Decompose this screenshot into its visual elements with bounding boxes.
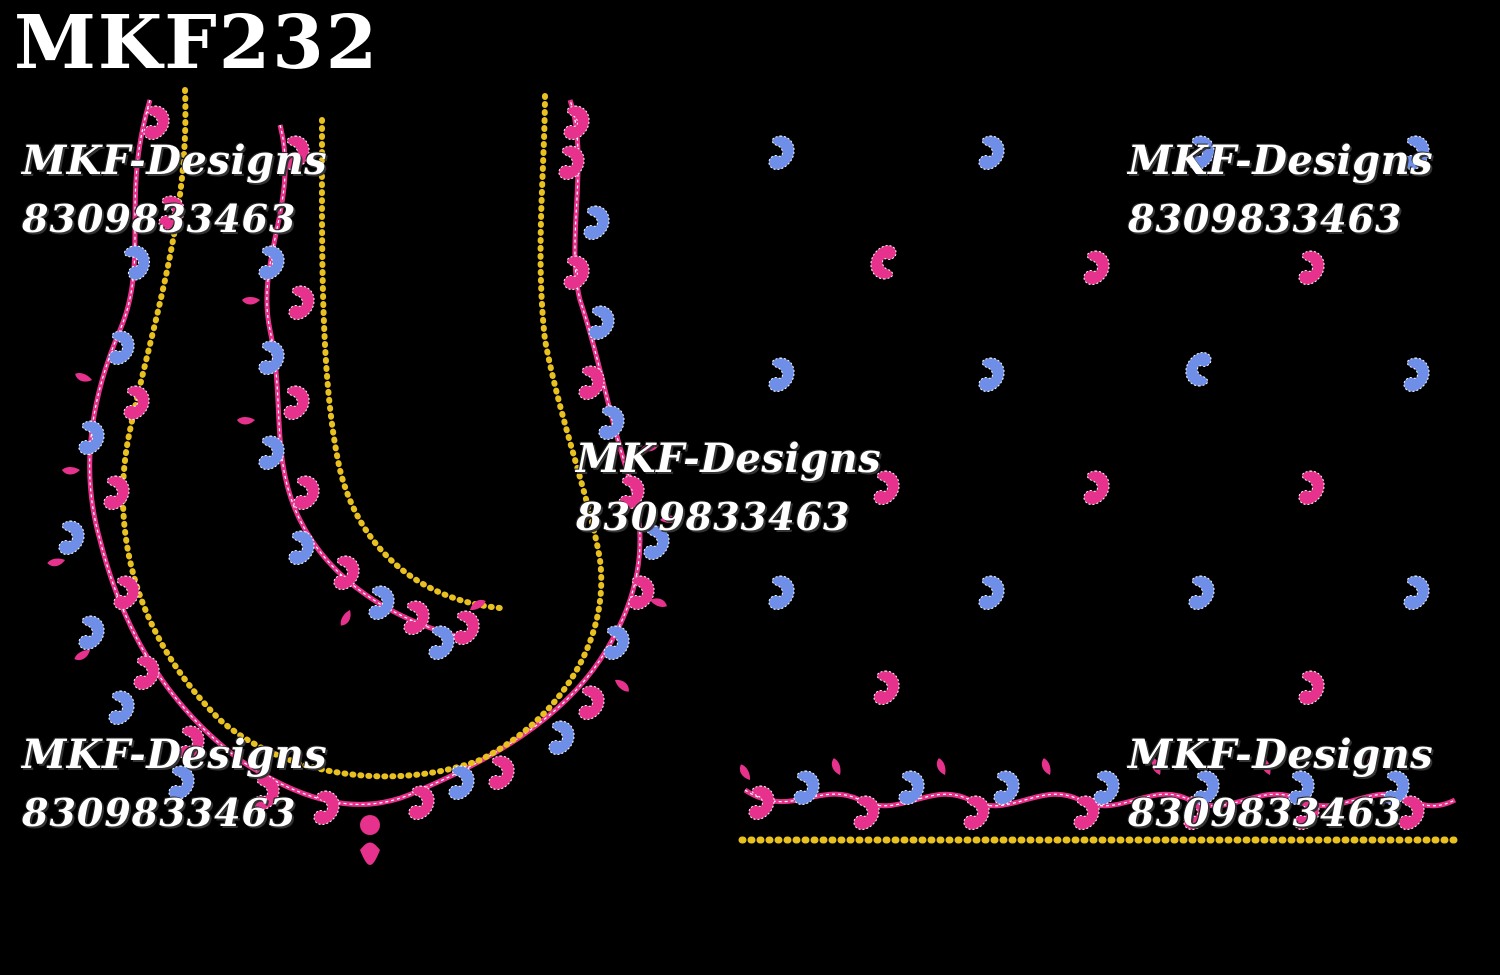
watermark-phone: 8309833463 bbox=[1128, 790, 1403, 835]
back-neck-gold-outline bbox=[318, 117, 503, 611]
border-motif bbox=[737, 757, 1459, 844]
watermark-brand: MKF-Designs bbox=[1128, 731, 1434, 778]
design-code: MKF232 bbox=[14, 0, 380, 86]
watermark-phone: 8309833463 bbox=[1128, 196, 1403, 241]
watermark-brand: MKF-Designs bbox=[576, 435, 882, 482]
watermark-brand: MKF-Designs bbox=[22, 731, 328, 778]
watermark-phone: 8309833463 bbox=[22, 196, 297, 241]
watermark-center: MKF-Designs 8309833463 bbox=[576, 430, 881, 546]
watermark-bottom-left: MKF-Designs 8309833463 bbox=[22, 726, 327, 842]
watermark-top-left: MKF-Designs 8309833463 bbox=[22, 132, 327, 248]
watermark-top-right: MKF-Designs 8309833463 bbox=[1128, 132, 1433, 248]
watermark-brand: MKF-Designs bbox=[22, 137, 328, 184]
border-vine-stitch bbox=[744, 789, 1456, 807]
back-neckline-motif bbox=[264, 117, 503, 643]
watermark-phone: 8309833463 bbox=[576, 494, 851, 539]
back-neck-vine-stitch bbox=[266, 124, 471, 641]
watermark-bottom-right: MKF-Designs 8309833463 bbox=[1128, 726, 1433, 842]
watermark-brand: MKF-Designs bbox=[1128, 137, 1434, 184]
neckline-paisleys bbox=[58, 105, 670, 865]
watermark-phone: 8309833463 bbox=[22, 790, 297, 835]
